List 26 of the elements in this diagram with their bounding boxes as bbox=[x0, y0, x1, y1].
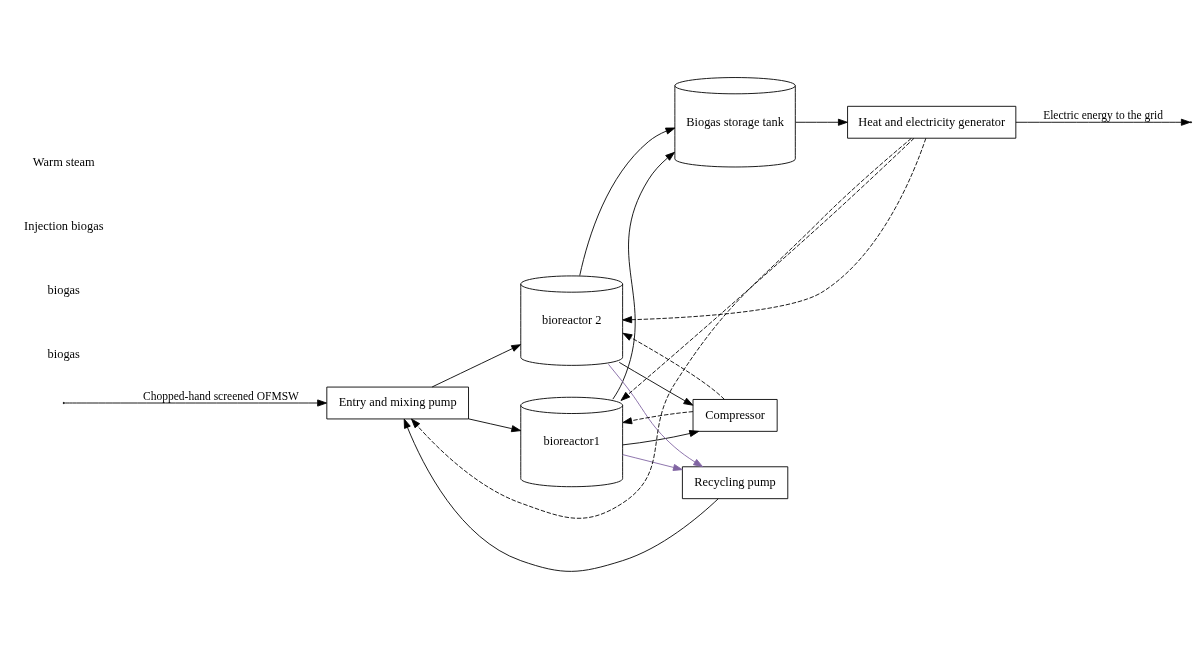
arrow bbox=[622, 332, 725, 400]
node-box: Compressor bbox=[692, 398, 778, 432]
label: Warm steam bbox=[32, 154, 95, 169]
arrow bbox=[795, 118, 848, 126]
edge-label: Electric energy to the grid bbox=[1043, 108, 1163, 121]
arrow bbox=[403, 418, 719, 572]
node-box: Recycling pump bbox=[681, 465, 789, 499]
arrow bbox=[622, 410, 694, 424]
arrow bbox=[411, 137, 912, 519]
arrow bbox=[608, 363, 704, 467]
edge-label: Chopped-hand screened OFMSW bbox=[143, 389, 299, 402]
arrow bbox=[612, 151, 675, 400]
node-box: Heat and electricity generator bbox=[847, 105, 1017, 139]
arrow bbox=[468, 417, 522, 432]
arrow bbox=[622, 453, 683, 471]
label: Injection biogas bbox=[24, 218, 104, 233]
arrow bbox=[622, 137, 927, 323]
label: biogas bbox=[47, 346, 80, 361]
node-box: Entry and mixing pump bbox=[326, 386, 469, 419]
arrow bbox=[579, 127, 676, 276]
arrow bbox=[618, 361, 694, 406]
arrow bbox=[622, 429, 700, 445]
arrow bbox=[620, 137, 915, 401]
label: biogas bbox=[47, 282, 80, 297]
arrow bbox=[64, 398, 327, 407]
arrow bbox=[431, 343, 522, 387]
